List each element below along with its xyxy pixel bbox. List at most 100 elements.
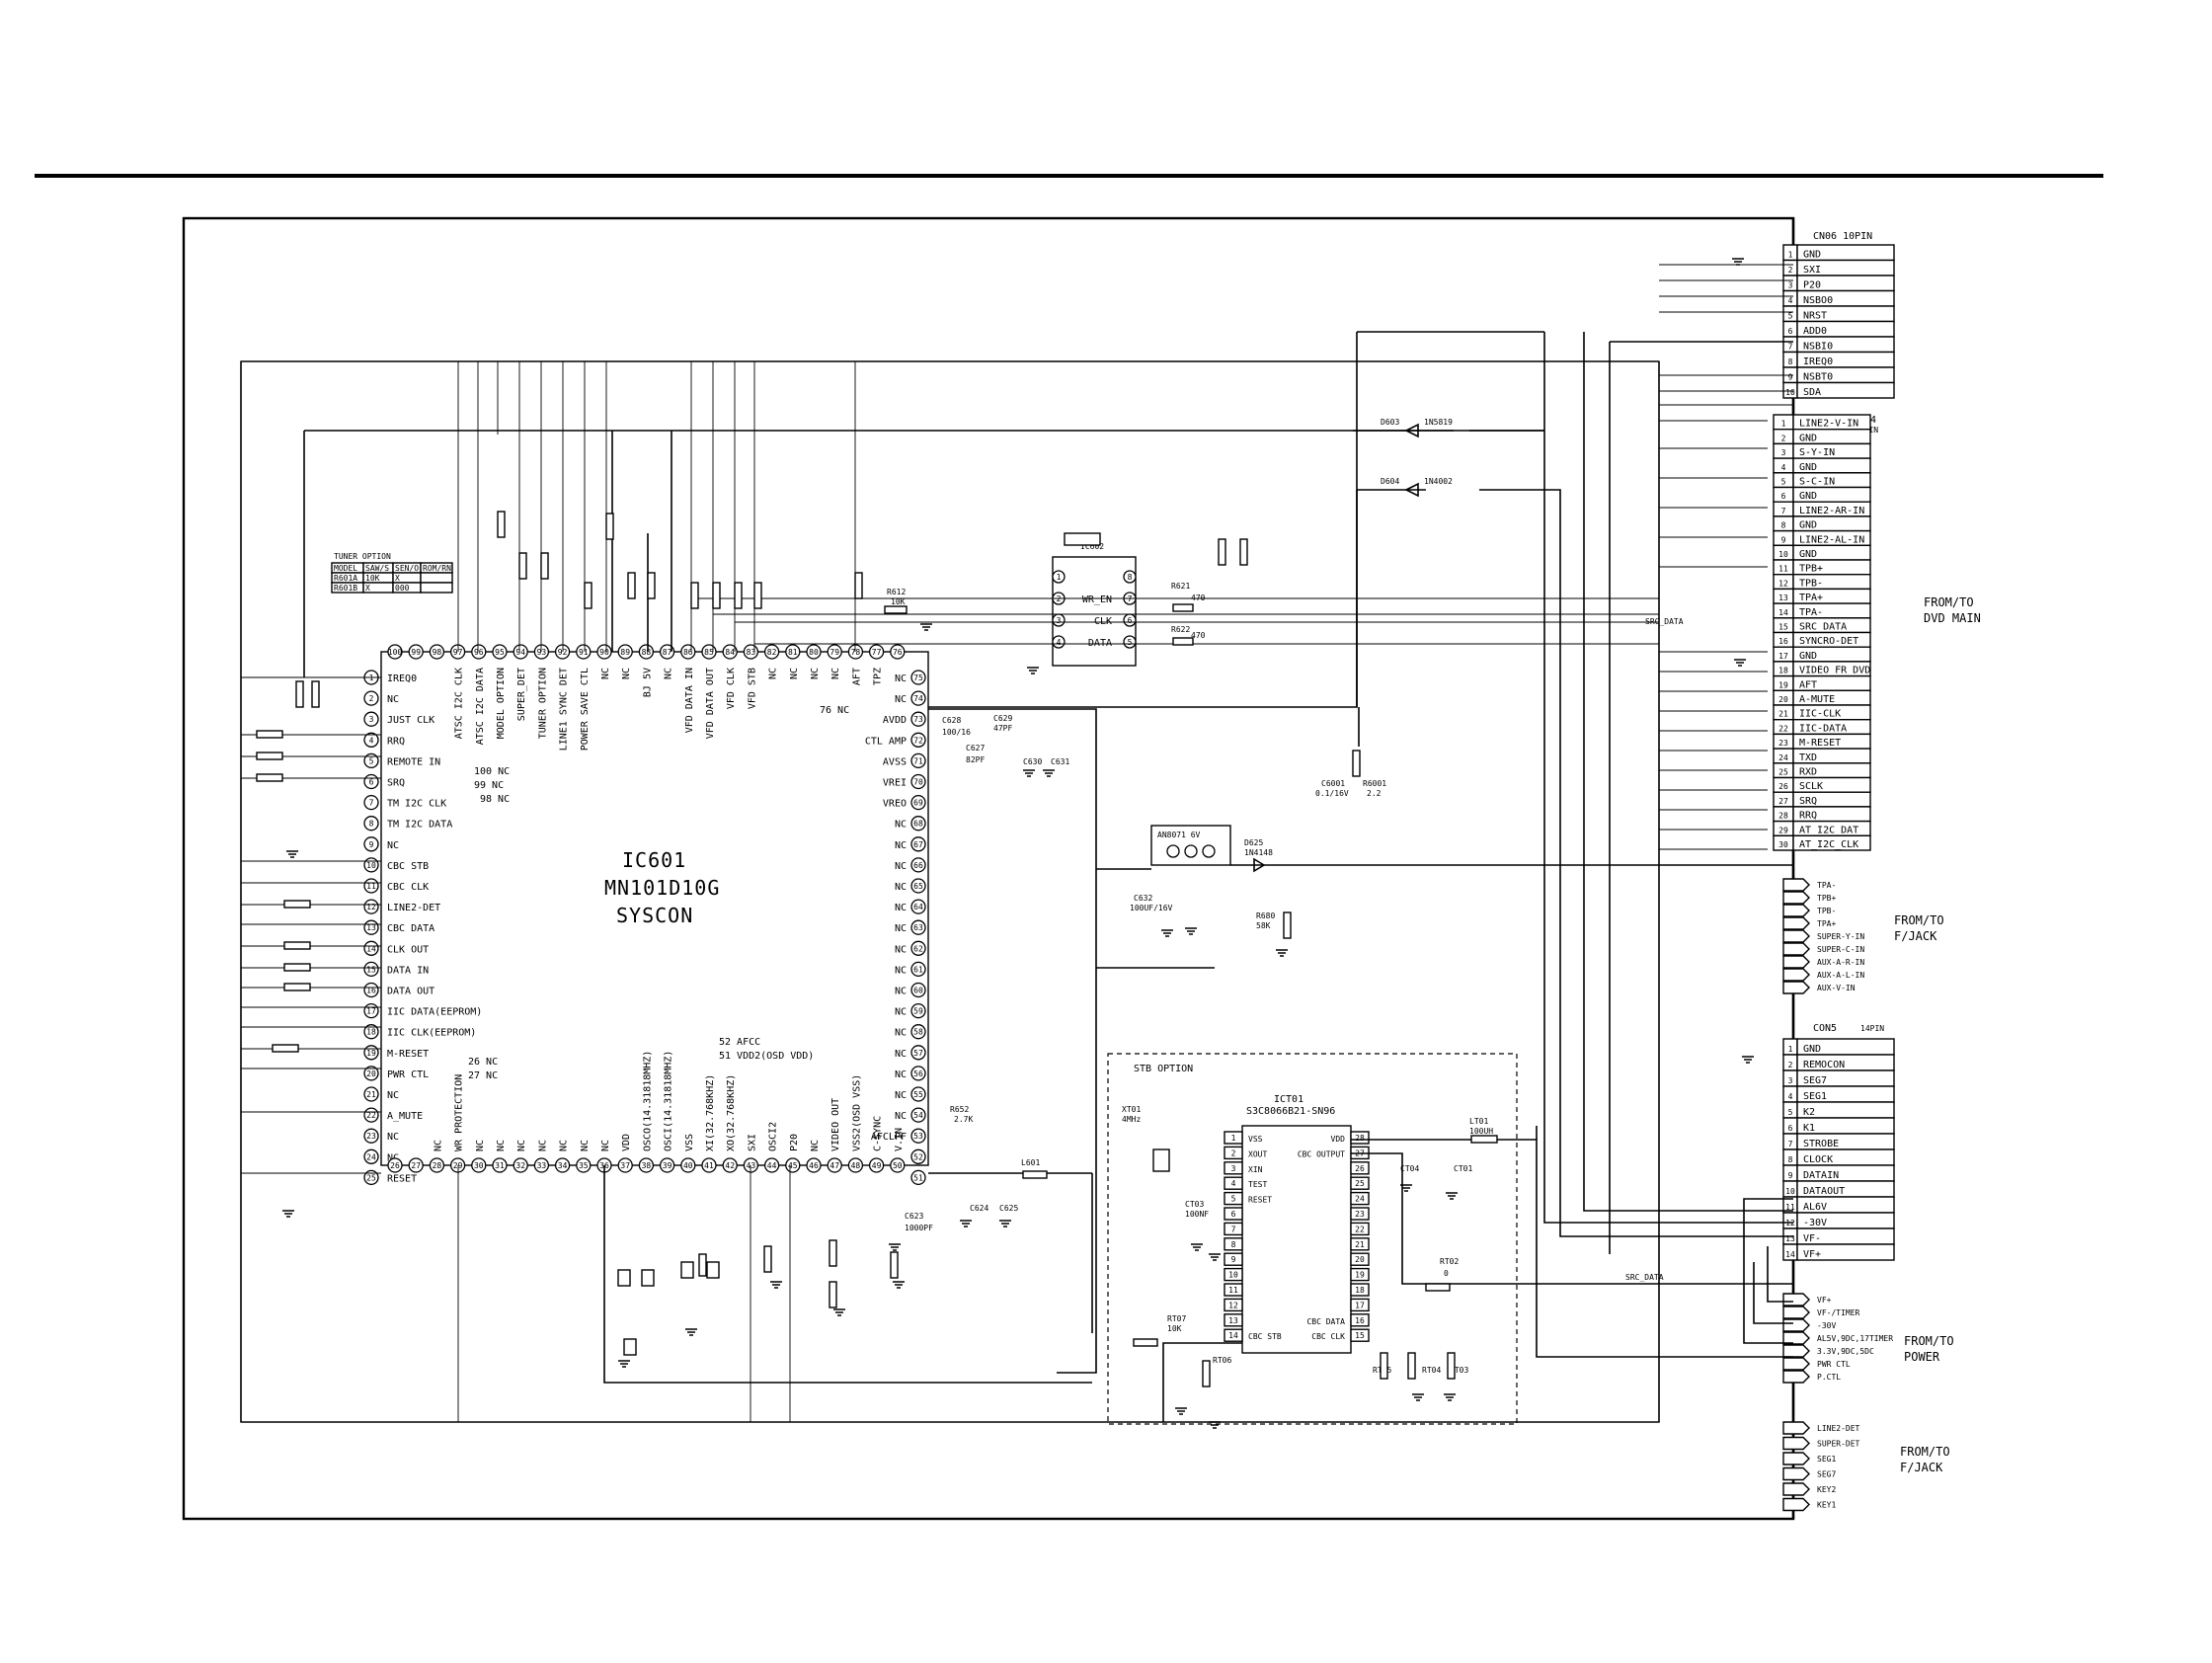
ic601-pin-label: NC [895, 944, 907, 955]
jack_group-tag-label: AUX-A-L-IN [1817, 971, 1864, 980]
ic601-pin-label: VREI [883, 778, 907, 789]
svg-text:1000PF: 1000PF [905, 1224, 933, 1232]
ic601-pin-number: 82 [767, 648, 777, 657]
ic602-pin-label: WR_EN [1082, 594, 1112, 605]
con4-pin-number: 8 [1781, 521, 1786, 530]
cn06-pin-number: 4 [1788, 296, 1793, 305]
ic601-pin-label: RRQ [387, 736, 405, 747]
tuner-table-title: TUNER OPTION [334, 552, 391, 561]
svg-text:R612: R612 [887, 588, 906, 596]
ground-icon [889, 1243, 901, 1251]
svg-text:10K: 10K [891, 597, 906, 606]
cn06-pin-label: ADD0 [1803, 326, 1827, 337]
con4-pin-label: SRQ [1799, 796, 1817, 807]
power_group-tag-shape [1782, 1344, 1810, 1358]
ict01-pin-4 [1224, 1176, 1243, 1190]
ic602-pin-number: 2 [1057, 594, 1062, 603]
power_group-tag-shape [1782, 1306, 1810, 1319]
ict01-pin-number: 12 [1228, 1301, 1238, 1309]
ground-icon [920, 623, 932, 631]
con4-pin-label: RRQ [1799, 811, 1817, 822]
ic601-pin-98 [429, 644, 445, 660]
ic601-pin-number: 57 [913, 1049, 923, 1058]
svg-text:C632: C632 [1134, 894, 1152, 903]
con4-pin-label: S-C-IN [1799, 477, 1835, 488]
ic601-pin-label: VSS2(OSD VSS) [851, 1074, 862, 1151]
ground-icon [1732, 258, 1744, 266]
ic601-pin-number: 58 [913, 1028, 923, 1037]
ic601-pin-71 [910, 752, 926, 769]
ic601-pin-number: 34 [558, 1161, 568, 1170]
ict01-pin-25 [1350, 1176, 1370, 1190]
ic601-pin-number: 38 [642, 1161, 652, 1170]
ic601-pin-label: PWR CTL [387, 1069, 429, 1080]
regulator-pin-1 [1166, 844, 1180, 858]
svg-text:C631: C631 [1051, 757, 1069, 766]
con4-pin-number: 11 [1778, 565, 1788, 574]
con5-pin-label: VF- [1803, 1233, 1821, 1244]
ic601-note: 98 NC [480, 794, 510, 805]
con4-pin-number: 29 [1778, 826, 1788, 834]
ic601-pin-47 [827, 1157, 842, 1173]
ict01-pin-28 [1350, 1131, 1370, 1145]
jack_group-tag-label: TPA- [1817, 881, 1836, 890]
ict01-pin-number: 7 [1231, 1225, 1236, 1233]
ict01-pin-19 [1350, 1267, 1370, 1282]
ic601-pin-label: NC [895, 1007, 907, 1018]
con5-pin-number: 4 [1788, 1092, 1793, 1101]
con5-pin-label: K2 [1803, 1107, 1815, 1118]
ict01-pin-number: 2 [1231, 1148, 1236, 1157]
ic601-pin-label: ATSC I2C DATA [475, 668, 486, 745]
ic601-pin-number: 7 [369, 799, 374, 808]
ground-icon [1023, 769, 1035, 777]
ic601-pin-number: 60 [913, 987, 923, 995]
ict01-pin-14 [1224, 1328, 1243, 1342]
ic601-pin-label: TM I2C CLK [387, 799, 446, 810]
con4-pin-number: 6 [1781, 492, 1786, 501]
con5-pin-number: 14 [1785, 1250, 1795, 1259]
tuner-table-header: SAW/S [365, 564, 389, 573]
ic601-pin-label: TPZ [873, 668, 884, 685]
ict01-pin-20 [1350, 1252, 1370, 1266]
ic602-pin-4 [1052, 635, 1066, 649]
con4-pin-label: RXD [1799, 767, 1817, 778]
ic601-pin-number: 42 [725, 1161, 735, 1170]
ict01-pin-8 [1224, 1237, 1243, 1251]
ground-icon [1191, 1243, 1203, 1251]
con5-pin-number: 10 [1785, 1187, 1795, 1196]
ic601-pin-4 [363, 732, 379, 748]
ic601-pin-label: NC [895, 1028, 907, 1039]
con5-pin-number: 11 [1785, 1203, 1795, 1212]
ic601-pin-23 [363, 1128, 379, 1144]
ic601-pin-14 [363, 940, 379, 956]
jack_group-tag-label: TPA+ [1817, 919, 1836, 928]
ic602-body [1052, 556, 1137, 667]
ic601-pin-number: 20 [366, 1069, 376, 1078]
ict01-pin-number: 24 [1355, 1195, 1365, 1204]
ic601-pin-76 [890, 644, 906, 660]
con4-pin-number: 1 [1781, 420, 1786, 429]
ic601-pin-number: 49 [872, 1161, 882, 1170]
ic601-pin-66 [910, 857, 926, 873]
ic601-pin-label: NC [516, 1140, 527, 1151]
svg-text:R622: R622 [1171, 625, 1190, 634]
ic601-pin-label: NC [475, 1140, 486, 1151]
ic601-pin-label: M-RESET [387, 1049, 429, 1060]
ict01-pin-label: CBC DATA [1306, 1317, 1345, 1326]
svg-text:L601: L601 [1021, 1158, 1040, 1167]
ic601-pin-number: 28 [433, 1161, 442, 1170]
ic601-pin-number: 95 [495, 648, 505, 657]
ic602-pin-label: CLK [1094, 616, 1112, 627]
con4-pin-number: 7 [1781, 507, 1786, 515]
ic601-pin-55 [910, 1086, 926, 1102]
ic601-pin-label: AVSS [883, 756, 907, 767]
ic601-pin-57 [910, 1045, 926, 1061]
tuner-table-cell-text: X [395, 574, 400, 583]
ground-icon [1276, 949, 1288, 957]
ic601-pin-number: 72 [913, 736, 923, 745]
ic601-pin-label: NC [895, 1090, 907, 1101]
svg-text:SRC_DATA: SRC_DATA [1645, 617, 1684, 626]
ic601-body [380, 651, 929, 1166]
